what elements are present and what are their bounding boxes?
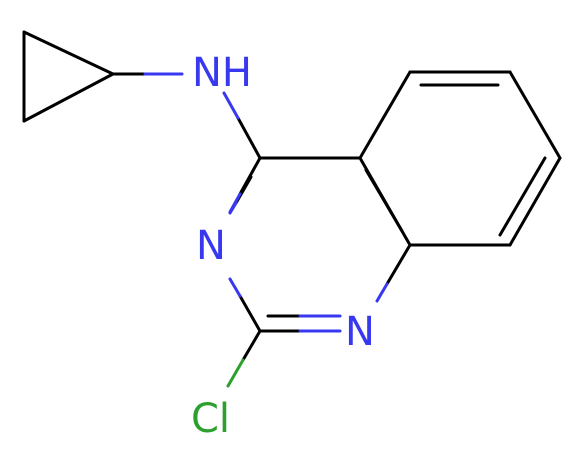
atom-label-n1: N [345,309,375,355]
bond-c2-n3-a [238,294,262,333]
bond-nh-c4-b [236,116,262,160]
bond-nh-c4-a [222,91,240,120]
bond-cyclopropyl-1 [22,30,115,76]
bond-c2-cl-a [241,329,262,362]
bond-c8a-c4a-double [364,168,404,233]
atom-label-cl: Cl [191,396,230,442]
bond-c7-c8 [508,156,562,247]
bond-c8a-n1-a [385,243,412,286]
bond-c8a-n1-b [375,282,389,303]
bond-c2-cl-b [226,358,245,388]
atom-label-n3: N [196,223,226,269]
bond-cyclopropyl-2 [22,72,115,123]
bond-c6-c7 [508,70,562,160]
bond-c2-n3-b [228,277,242,298]
bond-c4a-c5 [358,70,412,160]
bond-c7-c8-double [498,156,547,237]
bond-c4-n3-double-b [228,201,238,215]
atom-label-nh: NH [192,50,252,96]
